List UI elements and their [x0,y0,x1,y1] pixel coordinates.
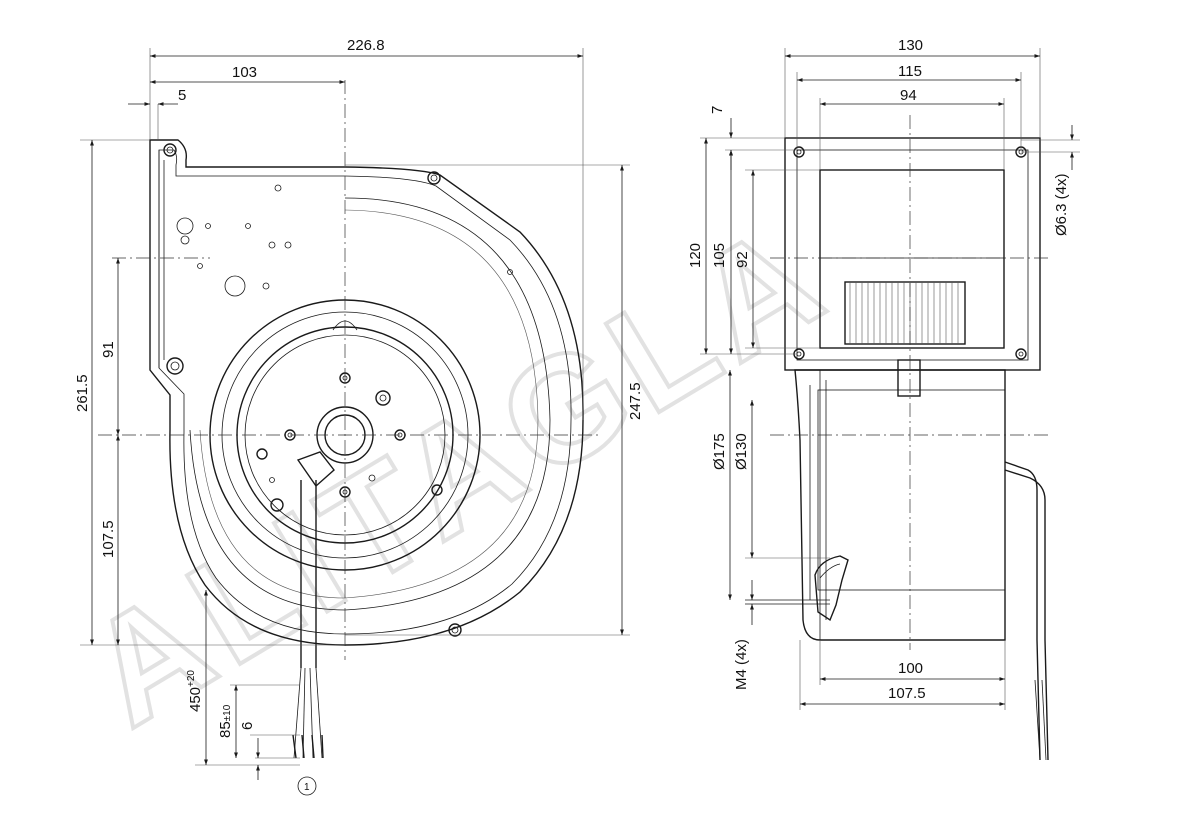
dim-flange: 5 [178,87,186,104]
plate-hole [205,223,211,229]
dim-hole-diameter: Ø6.3 (4x) [1053,173,1070,236]
mount-hole [448,623,462,637]
side-view: 130 115 94 7 120 105 92 Ø6.3 (4x) Ø175 Ø… [687,37,1080,761]
flange-hole [1015,348,1027,360]
cable [292,480,324,759]
dim-diameter-130: Ø130 [733,433,750,470]
dim-width-130: 130 [898,37,923,54]
mount-hole-inner [170,361,180,371]
side-cable [1004,469,1049,761]
dim-cable-length: 450+20 [186,670,204,712]
impeller-blades [844,281,966,345]
plate-hole [274,184,282,192]
dim-upper-height: 91 [100,341,117,358]
dim-depth-100: 100 [898,660,923,677]
plate-hole [262,282,270,290]
plate-hole [284,241,292,249]
front-view: 226.8 103 5 261.5 91 107.5 247.5 450+20 … [74,37,644,796]
plate-hole [176,217,194,235]
motor-body [817,389,1006,591]
callout-label: 1 [304,782,310,793]
extension-lines [80,48,630,766]
plate-hole [268,241,276,249]
mount-hole-inner [166,146,174,154]
dim-cable-end: 6 [239,722,256,730]
dim-height-105: 105 [711,243,728,268]
dim-axis-offset: 103 [232,64,257,81]
mount-hole [166,357,184,375]
scroll-curve [189,197,551,611]
plate-hole [180,235,190,245]
housing-body [794,369,1006,641]
dimension-lines [90,54,624,780]
dim-lower-height: 107.5 [100,520,117,558]
side-extension-lines [700,48,1080,710]
dim-height-120: 120 [687,243,704,268]
housing-outline [149,139,584,646]
plate-hole [245,223,251,229]
mount-hole-inner [430,174,438,182]
dim-overall-width: 226.8 [347,37,385,54]
scroll-curve-2 [199,209,539,599]
plate-hole [197,263,203,269]
dim-overall-height: 261.5 [74,374,91,412]
dim-depth-107-5: 107.5 [888,685,926,702]
mount-hole [427,171,441,185]
dim-cable-strip: 85±10 [217,704,234,738]
dim-thread: M4 (4x) [733,639,750,690]
shaft-collar [897,359,921,397]
dim-top-7: 7 [709,106,726,114]
outlet-opening [819,169,1005,349]
dim-width-115: 115 [898,63,922,80]
callout-circle [297,776,317,796]
flange-hole [793,146,805,158]
mount-hole-inner [451,626,459,634]
dim-height-92: 92 [734,251,751,268]
plate-hole [507,269,513,275]
cable-exit [296,451,335,488]
mount-hole [163,143,177,157]
housing-inner-outline [158,149,572,635]
dim-width-94: 94 [900,87,917,104]
dim-diameter-175: Ø175 [711,433,728,470]
plate-hole [224,275,246,297]
side-dimension-lines [704,54,1074,706]
dim-right-height: 247.5 [627,382,644,420]
cable-gland [814,555,849,622]
